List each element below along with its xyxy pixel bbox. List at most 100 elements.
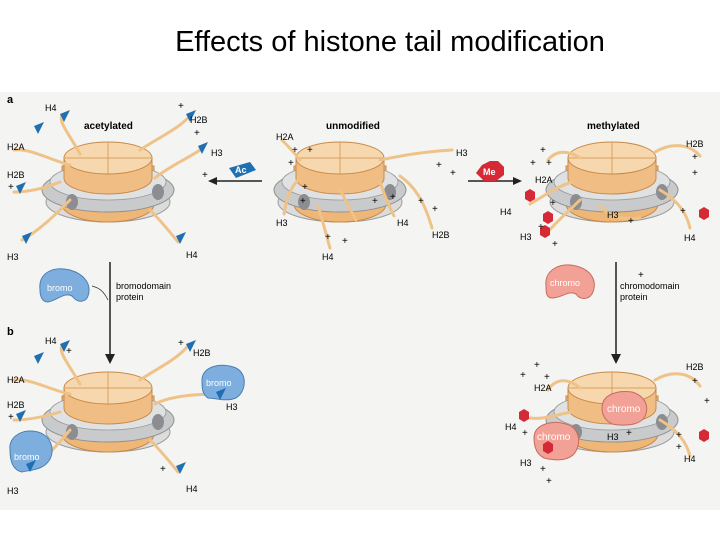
tail-label-h3: H3 <box>276 218 288 228</box>
charge-plus: + <box>552 239 558 250</box>
tail-label-h2b: H2B <box>686 362 704 372</box>
tail-label-h2a: H2A <box>7 375 25 385</box>
tail-label-h2b: H2B <box>7 400 25 410</box>
panel-label-b: b <box>7 326 14 338</box>
charge-plus: + <box>66 346 72 357</box>
tail-label-h3: H3 <box>607 432 619 442</box>
tail-label-h2b: H2B <box>190 115 208 125</box>
charge-plus: + <box>626 428 632 439</box>
label-methylated: methylated <box>587 121 640 132</box>
tail-label-h3: H3 <box>226 402 238 412</box>
acetylation-arrow: Ac <box>208 162 262 185</box>
tail-label-h3: H3 <box>7 252 19 262</box>
charge-plus: + <box>302 182 308 193</box>
charge-plus: + <box>390 192 396 203</box>
tail-label-h2b: H2B <box>193 348 211 358</box>
nucleosome-unmodified: H2A H3 H3 H4 H2B H4 + + + + + + + + + + … <box>273 132 468 262</box>
tail-label-h4: H4 <box>45 103 57 113</box>
charge-plus: + <box>680 206 686 217</box>
charge-plus: + <box>432 204 438 215</box>
chromo-label: chromo <box>550 278 580 288</box>
nucleosome-methylated: H2B H2A H4 H3 H3 H4 + + + + + + + + + + <box>500 139 709 250</box>
tail-label-h3: H3 <box>607 210 619 220</box>
label-unmodified: unmodified <box>326 121 380 132</box>
charge-plus: + <box>520 370 526 381</box>
chromo-label: chromo <box>607 404 641 415</box>
charge-plus: + <box>202 170 208 181</box>
charge-plus: + <box>692 376 698 387</box>
chromodomain-step: chromo + chromodomain protein <box>545 262 680 364</box>
nucleosome-bromo-bound: bromo bromo H4 H2B H2A H3 H2B H3 H4 + + … <box>7 336 245 496</box>
charge-plus: + <box>546 158 552 169</box>
charge-plus: + <box>544 372 550 383</box>
charge-plus: + <box>540 145 546 156</box>
tail-label-h4: H4 <box>505 422 517 432</box>
charge-plus: + <box>8 182 14 193</box>
charge-plus: + <box>638 270 644 281</box>
tail-label-h2a: H2A <box>7 142 25 152</box>
charge-plus: + <box>300 196 306 207</box>
charge-plus: + <box>178 101 184 112</box>
tail-label-h2b: H2B <box>432 230 450 240</box>
charge-plus: + <box>325 232 331 243</box>
charge-plus: + <box>538 222 544 233</box>
tail-label-h4: H4 <box>500 207 512 217</box>
tail-label-h2b: H2B <box>686 139 704 149</box>
charge-plus: + <box>628 216 634 227</box>
label-acetylated: acetylated <box>84 121 133 132</box>
tail-label-h4: H4 <box>186 484 198 494</box>
charge-plus: + <box>704 396 710 407</box>
tail-label-h3: H3 <box>211 148 223 158</box>
charge-plus: + <box>194 128 200 139</box>
tail-label-h3: H3 <box>520 458 532 468</box>
bromodomain-label: bromodomain <box>116 281 171 291</box>
charge-plus: + <box>178 338 184 349</box>
charge-plus: + <box>540 464 546 475</box>
charge-plus: + <box>530 158 536 169</box>
bromo-label: bromo <box>14 452 40 462</box>
tail-label-h2b: H2B <box>7 170 25 180</box>
tail-label-h2a: H2A <box>535 175 553 185</box>
charge-plus: + <box>692 152 698 163</box>
tail-label-h3: H3 <box>520 232 532 242</box>
tail-label-h3: H3 <box>456 148 468 158</box>
tail-label-h4: H4 <box>684 233 696 243</box>
charge-plus: + <box>692 168 698 179</box>
tail-label-h3: H3 <box>7 486 19 496</box>
acetyl-tag: Ac <box>235 165 247 175</box>
charge-plus: + <box>288 158 294 169</box>
tail-label-h4: H4 <box>45 336 57 346</box>
charge-plus: + <box>160 464 166 475</box>
charge-plus: + <box>8 412 14 423</box>
charge-plus: + <box>307 145 313 156</box>
nucleosome-chromo-bound: chromo chromo H2B H2A H4 H3 H3 H4 + + + … <box>505 360 710 487</box>
bromo-label: bromo <box>47 283 73 293</box>
charge-plus: + <box>292 145 298 156</box>
chromo-label: chromo <box>537 432 571 443</box>
charge-plus: + <box>372 196 378 207</box>
bromodomain-label-line2: protein <box>116 292 144 302</box>
charge-plus: + <box>676 430 682 441</box>
methyl-tag: Me <box>483 167 496 177</box>
charge-plus: + <box>522 428 528 439</box>
bromo-label: bromo <box>206 378 232 388</box>
methylation-arrow: Me <box>468 161 522 185</box>
charge-plus: + <box>436 160 442 171</box>
charge-plus: + <box>546 476 552 487</box>
charge-plus: + <box>550 198 556 209</box>
charge-plus: + <box>418 196 424 207</box>
tail-label-h4: H4 <box>397 218 409 228</box>
charge-plus: + <box>676 442 682 453</box>
charge-plus: + <box>534 360 540 371</box>
bromodomain-step: bromo bromodomain protein <box>39 262 171 364</box>
tail-label-h4: H4 <box>186 250 198 260</box>
slide-title: Effects of histone tail modification <box>175 26 605 58</box>
charge-plus: + <box>342 236 348 247</box>
chromodomain-label: chromodomain <box>620 281 680 291</box>
tail-label-h2a: H2A <box>276 132 294 142</box>
tail-label-h4: H4 <box>684 454 696 464</box>
charge-plus: + <box>450 168 456 179</box>
tail-label-h2a: H2A <box>534 383 552 393</box>
nucleosome-acetylated: H4 H2B H2A H3 H2B H3 H4 + + + + <box>7 101 223 262</box>
